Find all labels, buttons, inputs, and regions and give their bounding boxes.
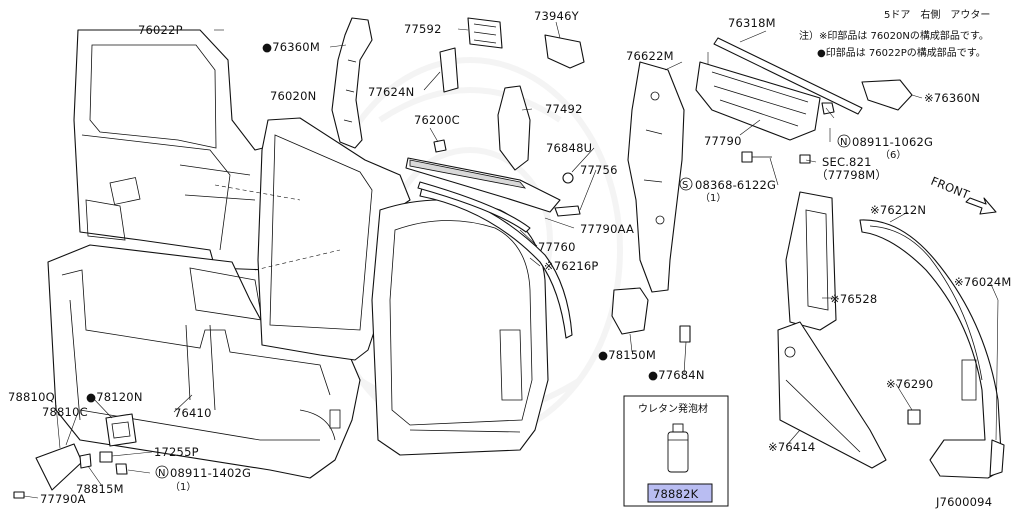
label-sec821-sub: （77798M） xyxy=(816,168,887,182)
rail-77760 xyxy=(417,181,531,233)
svg-text:（1）: （1） xyxy=(700,192,726,204)
label-78120N: ●78120N xyxy=(86,390,143,404)
label-78150M: ●78150M xyxy=(598,348,656,362)
label-76360M: ●76360M xyxy=(262,40,320,54)
label-76200C: 76200C xyxy=(414,113,460,127)
label-08911-1402G: N 08911-1402G （1） xyxy=(155,465,251,493)
label-77790AA: 77790AA xyxy=(580,222,634,236)
bracket-76360N xyxy=(861,79,913,111)
bracket-77492 xyxy=(497,85,531,171)
bolt-08368-6122G xyxy=(741,151,772,163)
foam-can-icon xyxy=(667,423,689,473)
label-77790A: 77790A xyxy=(40,492,86,506)
front-label: FRONT xyxy=(929,174,972,202)
bracket-77684N xyxy=(679,325,691,343)
clip-76848U xyxy=(562,172,574,184)
bracket-77756 xyxy=(554,205,581,217)
nut-08911-1062G xyxy=(821,102,835,115)
part-code-highlight xyxy=(647,483,713,503)
pillar-76622M xyxy=(627,61,685,293)
clip-76200C xyxy=(433,139,447,153)
label-78810C: 78810C xyxy=(42,405,88,419)
clip-78815M xyxy=(79,453,92,469)
label-76410: 76410 xyxy=(174,406,212,420)
label-08911-1062G: N 08911-1062G （6） xyxy=(837,134,933,161)
label-76022P: 76022P xyxy=(138,23,183,37)
page-title: 5ドア 右側 アウター xyxy=(884,8,990,21)
label-77790: 77790 xyxy=(704,134,742,148)
label-76290: ※76290 xyxy=(886,377,933,391)
label-78815M: 78815M xyxy=(76,482,124,496)
note-line-2: ●印部品は 76022Pの構成部品です。 xyxy=(817,46,986,59)
svg-text:08911-1402G: 08911-1402G xyxy=(170,466,251,480)
svg-text:（1）: （1） xyxy=(170,481,196,493)
bracket-77624N xyxy=(439,47,459,93)
label-76360N: ※76360N xyxy=(924,91,980,105)
label-sec821: SEC.821 xyxy=(822,155,872,169)
label-76216P: ※76216P xyxy=(544,259,599,273)
label-76024M: ※76024M xyxy=(954,275,1012,289)
label-77756: 77756 xyxy=(580,163,618,177)
door-opening-frame xyxy=(371,187,573,456)
label-78810Q: 78810Q xyxy=(8,390,55,404)
label-77624N: 77624N xyxy=(368,85,414,99)
bracket-77592 xyxy=(467,17,503,49)
label-77592: 77592 xyxy=(404,22,442,36)
label-76528: ※76528 xyxy=(830,292,877,306)
roof-rail-76318M xyxy=(713,37,863,115)
inset-title: ウレタン発泡材 xyxy=(638,402,708,415)
diagram-id: J7600094 xyxy=(935,495,992,509)
leader-lines xyxy=(23,21,999,499)
label-77760: 77760 xyxy=(538,240,576,254)
label-76848U: 76848U xyxy=(546,141,592,155)
pillar-76528 xyxy=(785,191,837,331)
rear-panel-76414 xyxy=(777,321,887,469)
front-direction-arrow: FRONT xyxy=(929,174,997,215)
label-77684N: ●77684N xyxy=(648,368,705,382)
svg-text:（6）: （6） xyxy=(880,149,906,161)
bracket-76290 xyxy=(907,409,921,425)
label-77492: 77492 xyxy=(545,102,583,116)
label-76414: ※76414 xyxy=(768,440,815,454)
screw-77790A xyxy=(13,491,25,499)
label-17255P: 17255P xyxy=(154,445,199,459)
note-line-1: 注）※印部品は 76020Nの構成部品です。 xyxy=(799,29,989,42)
fuel-filler-78120N xyxy=(105,413,137,447)
bracket-76024M xyxy=(989,439,1005,477)
svg-text:08911-1062G: 08911-1062G xyxy=(852,135,933,149)
svg-text:08368-6122G: 08368-6122G xyxy=(695,178,776,192)
outer-pillar-76212N xyxy=(859,219,1003,479)
label-76622M: 76622M xyxy=(626,49,674,63)
bracket-78150M xyxy=(611,287,649,335)
svg-text:N: N xyxy=(158,468,165,479)
label-76318M: 76318M xyxy=(728,16,776,30)
clip-17255P xyxy=(99,451,113,463)
label-08368-6122G: S 08368-6122G （1） xyxy=(679,177,776,204)
nut-08911-1402G xyxy=(115,463,128,475)
label-76020N: 76020N xyxy=(270,89,316,103)
sec821-mark xyxy=(799,154,811,164)
pillar-76360M xyxy=(331,17,373,149)
svg-text:N: N xyxy=(840,137,847,148)
label-76212N: ※76212N xyxy=(870,203,926,217)
inset-urethane-foam: ウレタン発泡材 78882K xyxy=(623,395,729,507)
roof-bracket-77790 xyxy=(695,61,821,141)
label-73946Y: 73946Y xyxy=(534,9,580,23)
rail-77790 xyxy=(405,157,561,213)
svg-text:S: S xyxy=(682,180,688,191)
part-labels: 5ドア 右側 アウター 注）※印部品は 76020Nの構成部品です。 ●印部品は… xyxy=(8,8,1012,506)
inset-part-code: 78882K xyxy=(653,487,699,501)
bracket-73946Y xyxy=(544,34,585,69)
